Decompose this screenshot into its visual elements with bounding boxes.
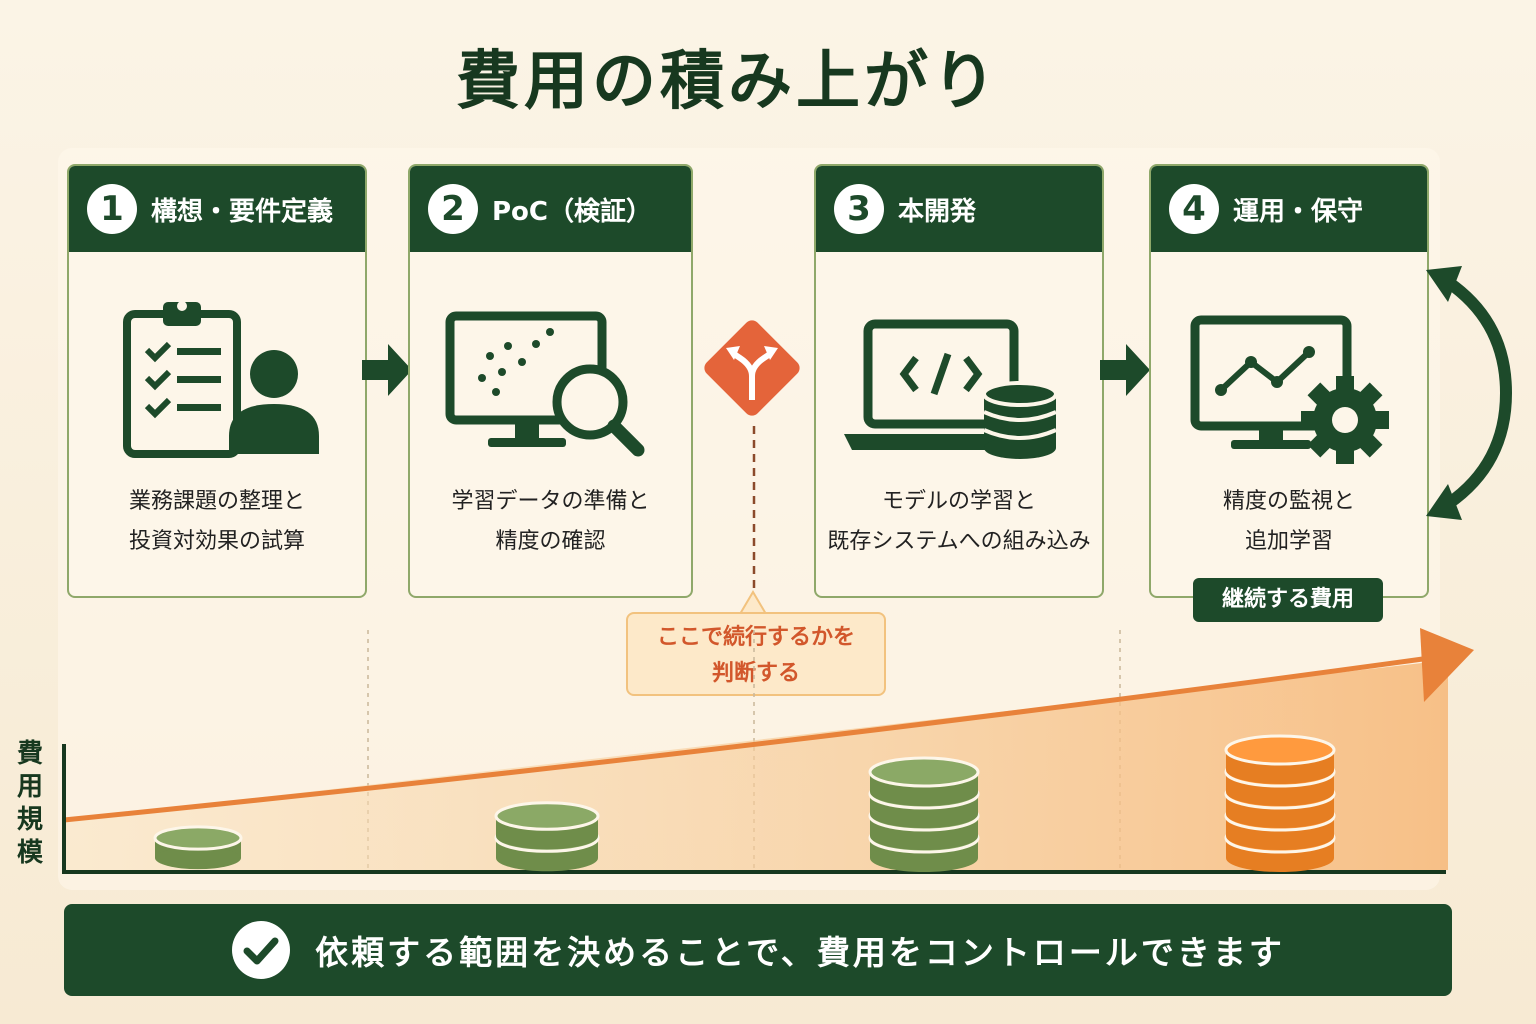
arrow-head-icon	[1420, 628, 1474, 702]
step-desc-4-line1: 精度の監視と	[1222, 489, 1355, 514]
y-axis-label-char: 模	[16, 838, 43, 868]
step-title-2: PoC（検証）	[492, 196, 652, 227]
arrow-right-icon	[362, 344, 412, 396]
cost-stack-2	[494, 801, 600, 872]
arrow-right-icon	[1100, 344, 1150, 396]
step-desc-1: 業務課題の整理と 投資対効果の試算	[69, 482, 365, 562]
cycle-arrow-icon	[1426, 266, 1513, 520]
step-header-1: 1 構想・要件定義	[69, 166, 365, 252]
ongoing-cost-badge: 継続する費用	[1193, 578, 1383, 622]
coin-layer	[494, 801, 600, 850]
step-card-3: 3 本開発 モデルの学習と 既存システムへの組み込み	[814, 164, 1104, 598]
step-header-4: 4 運用・保守	[1151, 166, 1427, 252]
y-axis-label-char: 用	[16, 772, 43, 802]
check-circle-icon	[232, 921, 291, 979]
step-number-4: 4	[1169, 184, 1219, 234]
step-title-1: 構想・要件定義	[151, 196, 334, 227]
y-axis-label: 費 用 規 模	[12, 738, 48, 870]
decision-callout-line1: ここで続行するかを	[656, 625, 855, 650]
step-number-2: 2	[428, 184, 478, 234]
step-card-1: 1 構想・要件定義 業務課題の整理と 投資対効果の試算	[67, 164, 367, 598]
cost-chart	[62, 628, 1474, 874]
coin-layer	[1224, 734, 1336, 785]
monitor-scatter-magnifier-icon	[410, 296, 691, 466]
step-desc-4: 精度の監視と 追加学習	[1151, 482, 1427, 562]
callout-pointer	[738, 590, 768, 614]
coin-layer	[868, 756, 980, 807]
step-title-4: 運用・保守	[1233, 196, 1364, 227]
step-desc-2-line1: 学習データの準備と	[451, 489, 650, 514]
cost-stacks	[153, 734, 1336, 873]
footer-banner: 依頼する範囲を決めることで、費用をコントロールできます	[64, 904, 1452, 996]
step-desc-1-line1: 業務課題の整理と	[128, 489, 305, 514]
fork-diamond-icon	[694, 310, 810, 426]
step-header-2: 2 PoC（検証）	[410, 166, 691, 252]
coin-layer	[153, 825, 243, 870]
step-desc-4-line2: 追加学習	[1244, 529, 1333, 554]
step-card-2: 2 PoC（検証） 学習データの準備と 精度の確認	[408, 164, 693, 598]
cost-stack-4	[1224, 734, 1336, 873]
step-number-3: 3	[834, 184, 884, 234]
step-desc-3: モデルの学習と 既存システムへの組み込み	[816, 482, 1102, 562]
cost-stack-1	[153, 825, 243, 870]
y-axis-label-char: 規	[16, 805, 43, 835]
step-desc-3-line2: 既存システムへの組み込み	[827, 529, 1091, 554]
y-axis-label-char: 費	[16, 739, 43, 769]
step-desc-3-line1: モデルの学習と	[881, 489, 1036, 514]
page-title: 費用の積み上がり	[456, 45, 1000, 119]
step-desc-2: 学習データの準備と 精度の確認	[410, 482, 691, 562]
footer-message: 依頼する範囲を決めることで、費用をコントロールできます	[315, 933, 1285, 972]
step-card-4: 4 運用・保守 精度	[1149, 164, 1429, 598]
decision-callout: ここで続行するかを 判断する	[626, 612, 886, 696]
laptop-code-database-icon	[816, 296, 1102, 466]
cost-growth-area	[64, 660, 1448, 870]
decision-dashed-line	[752, 426, 756, 588]
cost-stack-3	[868, 756, 980, 873]
step-desc-1-line2: 投資対効果の試算	[128, 529, 305, 554]
monitor-chart-gear-icon	[1151, 296, 1427, 466]
step-header-3: 3 本開発	[816, 166, 1102, 252]
step-desc-2-line2: 精度の確認	[495, 529, 606, 554]
decision-callout-line2: 判断する	[711, 661, 800, 686]
cost-trend-arrow	[63, 655, 1431, 823]
step-number-1: 1	[87, 184, 137, 234]
step-title-3: 本開発	[898, 196, 977, 227]
clipboard-checklist-person-icon	[69, 296, 365, 466]
